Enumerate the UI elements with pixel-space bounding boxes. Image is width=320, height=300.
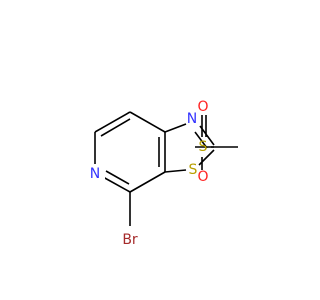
- atom-s-sulfonyl: S: [199, 139, 208, 155]
- bonds: [94, 111, 238, 226]
- bond-c4-n: [102, 176, 131, 193]
- bond-c6-c5-double: [100, 118, 131, 137]
- atom-o-bottom: O: [197, 169, 208, 185]
- atom-labels: N N S S O O Br: [85, 99, 209, 248]
- bond-c7a-c4: [129, 171, 166, 193]
- atom-o-top: O: [197, 99, 208, 115]
- bond-s1-c7a: [164, 169, 187, 173]
- atom-br: Br: [122, 232, 138, 248]
- label-bg-n-pyridine: [85, 164, 105, 184]
- bond-n3-c2-double: [194, 131, 208, 149]
- bond-c5-c4a: [129, 111, 166, 133]
- atom-s-ring: S: [189, 162, 198, 178]
- bond-c4a-n3: [164, 123, 187, 133]
- atom-n-thiazole: N: [187, 111, 197, 127]
- bond-c6-c5: [94, 111, 131, 133]
- structure-diagram: N N S S O O Br: [85, 99, 238, 248]
- bond-c4-n-double: [105, 170, 130, 185]
- atom-n-pyridine: N: [90, 166, 100, 182]
